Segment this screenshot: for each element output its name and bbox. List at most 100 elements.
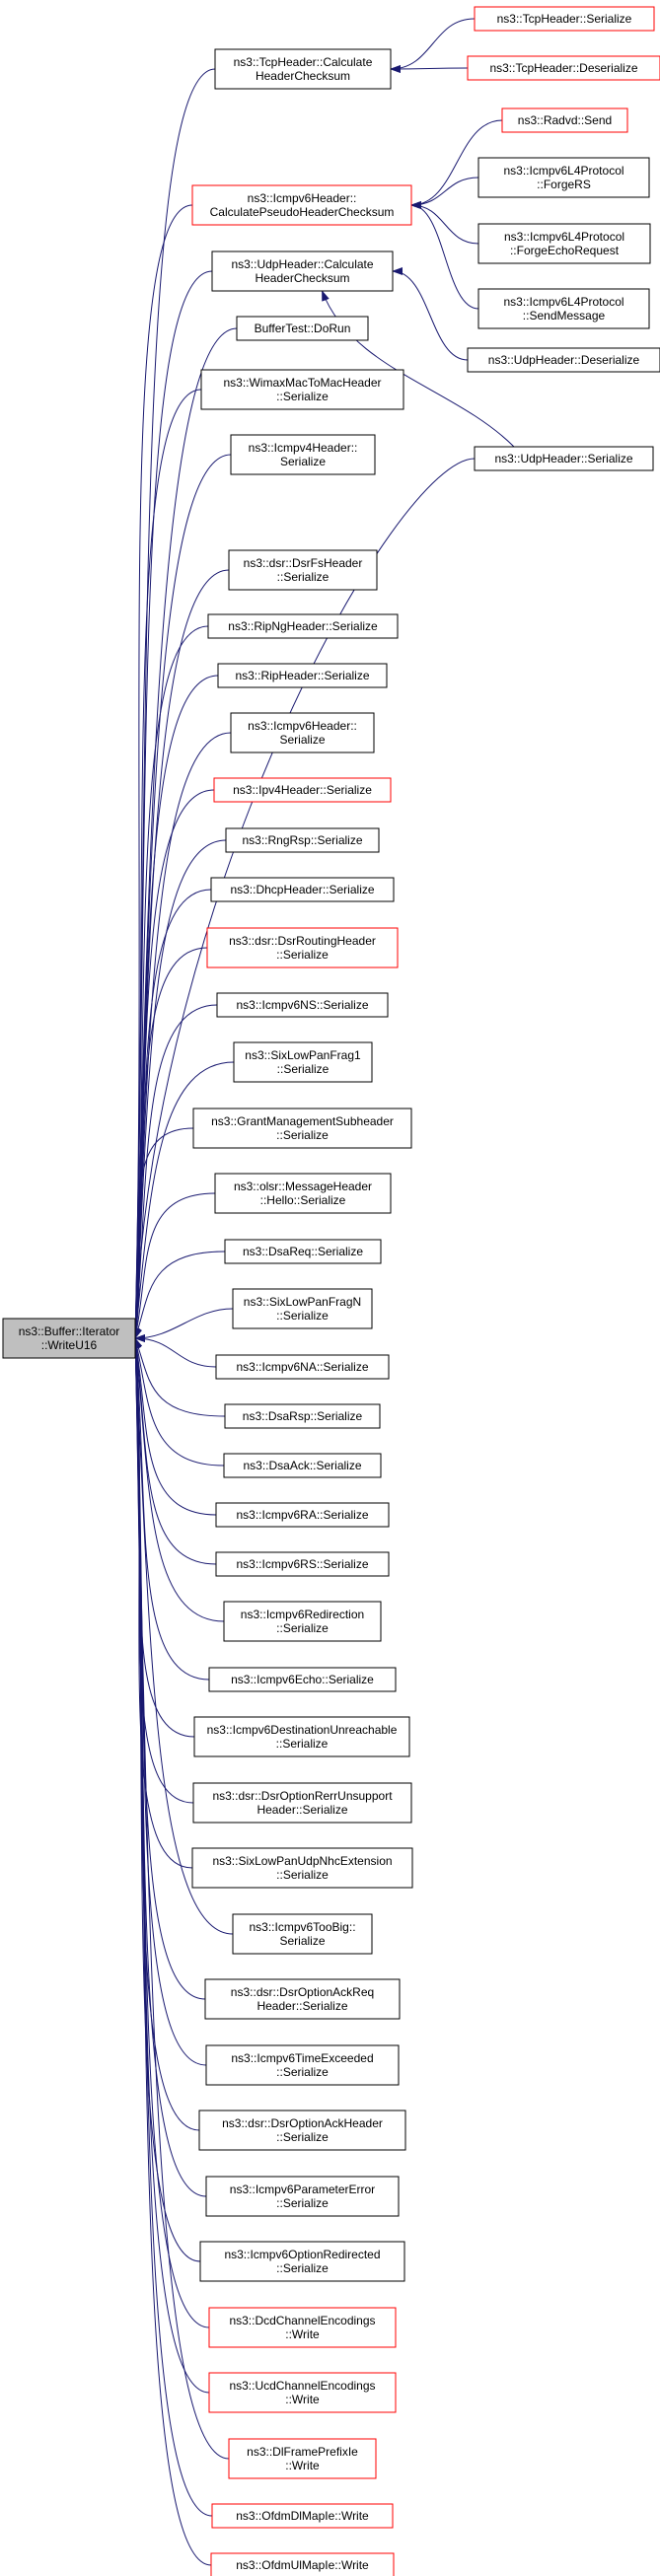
node-label: ns3::Icmpv6NS::Serialize — [236, 998, 368, 1012]
node-label: ns3::SixLowPanFragN — [244, 1295, 361, 1309]
node-label: ns3::Icmpv6OptionRedirected — [224, 2248, 380, 2261]
edge-icmpv6ra-to-root — [132, 1337, 217, 1516]
node-dlframe[interactable]: ns3::DlFramePrefixIe::Write — [228, 2438, 377, 2479]
node-label: ns3::DlFramePrefixIe — [247, 2445, 358, 2459]
node-label: ns3::olsr::MessageHeader — [234, 1180, 372, 1193]
node-rngrsp[interactable]: ns3::RngRsp::Serialize — [225, 827, 380, 853]
node-label: ns3::WimaxMacToMacHeader — [223, 376, 381, 390]
node-ofdmul[interactable]: ns3::OfdmUlMapIe::Write — [210, 2552, 395, 2576]
node-dsrrouting[interactable]: ns3::dsr::DsrRoutingHeader::Serialize — [206, 927, 399, 968]
node-box — [217, 663, 388, 688]
node-buffertest[interactable]: BufferTest::DoRun — [236, 316, 369, 341]
node-label: ns3::DhcpHeader::Serialize — [230, 883, 374, 896]
node-label: ns3::Ipv4Header::Serialize — [233, 783, 372, 797]
node-label: ns3::DsaReq::Serialize — [243, 1245, 363, 1258]
node-label: ::Serialize — [277, 1062, 330, 1076]
node-label: BufferTest::DoRun — [255, 322, 351, 335]
node-forgers[interactable]: ns3::Icmpv6L4Protocol::ForgeRS — [477, 157, 650, 198]
node-icmpv6h[interactable]: ns3::Icmpv6Header::Serialize — [230, 712, 375, 753]
node-box — [225, 827, 380, 853]
edge-icmpv6time-to-root — [131, 1337, 207, 2066]
node-udp-deser[interactable]: ns3::UdpHeader::Deserialize — [467, 347, 660, 373]
node-icmpv6echo[interactable]: ns3::Icmpv6Echo::Serialize — [208, 1667, 397, 1692]
edge-forgeecho-to-icmpv6-calc — [410, 201, 479, 245]
node-dsarsp[interactable]: ns3::DsaRsp::Serialize — [224, 1403, 381, 1429]
node-box — [501, 107, 628, 133]
node-box — [208, 1667, 397, 1692]
node-dsrfs[interactable]: ns3::dsr::DsrFsHeader::Serialize — [228, 549, 378, 591]
node-label: ns3::Icmpv6Header:: — [248, 191, 357, 205]
node-icmpv6rs[interactable]: ns3::Icmpv6RS::Serialize — [215, 1551, 390, 1577]
node-sixfragn[interactable]: ns3::SixLowPanFragN::Serialize — [232, 1288, 373, 1329]
nodes-layer: ns3::Buffer::Iterator::WriteU16 ns3::TcpH… — [2, 6, 660, 2576]
node-label: ns3::dsr::DsrFsHeader — [244, 556, 363, 570]
node-olsr[interactable]: ns3::olsr::MessageHeader::Hello::Seriali… — [214, 1173, 392, 1214]
node-box — [214, 48, 392, 90]
node-ofdmdl[interactable]: ns3::OfdmDlMapIe::Write — [211, 2503, 394, 2529]
node-label: ns3::RngRsp::Serialize — [242, 833, 362, 847]
node-grant[interactable]: ns3::GrantManagementSubheader::Serialize — [192, 1108, 412, 1149]
edge-ofdmul-to-root — [131, 1337, 212, 2566]
node-sixudpnhc[interactable]: ns3::SixLowPanUdpNhcExtension::Serialize — [191, 1847, 413, 1889]
node-icmpv6toobig[interactable]: ns3::Icmpv6TooBig::Serialize — [232, 1913, 373, 1955]
node-sixfrag1[interactable]: ns3::SixLowPanFrag1::Serialize — [233, 1041, 373, 1083]
node-icmpv6param[interactable]: ns3::Icmpv6ParameterError::Serialize — [205, 2176, 400, 2217]
node-label: ns3::SixLowPanFrag1 — [245, 1048, 361, 1062]
node-box — [232, 1913, 373, 1955]
node-label: ::Serialize — [276, 390, 329, 403]
node-icmpv6ns[interactable]: ns3::Icmpv6NS::Serialize — [216, 992, 389, 1018]
node-sendmsg[interactable]: ns3::Icmpv6L4Protocol::SendMessage — [477, 288, 650, 329]
node-ripng[interactable]: ns3::RipNgHeader::Serialize — [207, 613, 399, 639]
node-udp-ser[interactable]: ns3::UdpHeader::Serialize — [474, 446, 654, 471]
node-box — [467, 55, 660, 81]
root-node[interactable]: ns3::Buffer::Iterator::WriteU16 — [2, 1318, 136, 1359]
node-label: ns3::UdpHeader::Serialize — [494, 452, 632, 465]
node-icmpv6dest[interactable]: ns3::Icmpv6DestinationUnreachable::Seria… — [193, 1716, 410, 1757]
node-rip[interactable]: ns3::RipHeader::Serialize — [217, 663, 388, 688]
node-icmpv6ra[interactable]: ns3::Icmpv6RA::Serialize — [215, 1502, 390, 1528]
edge-sixfrag1-to-root — [132, 1061, 235, 1339]
node-box — [192, 1782, 412, 1824]
node-box — [207, 613, 399, 639]
node-dsrrerr[interactable]: ns3::dsr::DsrOptionRerrUnsupportHeader::… — [192, 1782, 412, 1824]
node-dsareq[interactable]: ns3::DsaReq::Serialize — [224, 1239, 382, 1264]
node-radvd[interactable]: ns3::Radvd::Send — [501, 107, 628, 133]
node-dhcp[interactable]: ns3::DhcpHeader::Serialize — [210, 877, 395, 902]
node-icmpv6time[interactable]: ns3::Icmpv6TimeExceeded::Serialize — [205, 2044, 400, 2086]
node-box — [210, 2552, 395, 2576]
node-wimax[interactable]: ns3::WimaxMacToMacHeader::Serialize — [200, 369, 404, 410]
node-label: ::Serialize — [276, 1868, 329, 1882]
node-label: ns3::Icmpv6L4Protocol — [504, 230, 624, 244]
node-ucd[interactable]: ns3::UcdChannelEncodings::Write — [208, 2372, 397, 2413]
node-dcd[interactable]: ns3::DcdChannelEncodings::Write — [208, 2307, 397, 2348]
node-icmpv6na[interactable]: ns3::Icmpv6NA::Serialize — [215, 1354, 390, 1380]
node-icmpv4[interactable]: ns3::Icmpv4Header::Serialize — [230, 434, 376, 475]
node-label: ns3::Icmpv6Echo::Serialize — [231, 1673, 374, 1686]
node-label: Header::Serialize — [257, 1803, 347, 1817]
node-label: ::ForgeEchoRequest — [510, 244, 620, 257]
edge-icmpv6redir-to-root — [132, 1337, 225, 1622]
node-ipv4[interactable]: ns3::Ipv4Header::Serialize — [213, 777, 392, 803]
edge-icmpv6dest-to-root — [131, 1337, 195, 1738]
edge-forgers-to-icmpv6-calc — [410, 177, 479, 209]
node-box — [2, 1318, 136, 1359]
node-box — [199, 2241, 405, 2282]
node-icmpv6redir[interactable]: ns3::Icmpv6Redirection::Serialize — [223, 1601, 382, 1642]
node-box — [206, 927, 399, 968]
node-dsrackreq[interactable]: ns3::dsr::DsrOptionAckReqHeader::Seriali… — [204, 1978, 401, 2020]
node-dsrack[interactable]: ns3::dsr::DsrOptionAckHeader::Serialize — [198, 2110, 406, 2151]
node-icmpv6-calc[interactable]: ns3::Icmpv6Header::CalculatePseudoHeader… — [191, 184, 412, 226]
edge-icmpv6ns-to-root — [131, 1004, 218, 1339]
node-forgeecho[interactable]: ns3::Icmpv6L4Protocol::ForgeEchoRequest — [477, 223, 651, 264]
node-box — [215, 1354, 390, 1380]
node-dsaack[interactable]: ns3::DsaAck::Serialize — [223, 1453, 382, 1478]
node-tcp-ser[interactable]: ns3::TcpHeader::Serialize — [474, 6, 655, 32]
node-label: ::Serialize — [276, 2130, 329, 2144]
node-icmpv6optredir[interactable]: ns3::Icmpv6OptionRedirected::Serialize — [199, 2241, 405, 2282]
node-label: ns3::Icmpv6Redirection — [241, 1608, 364, 1621]
node-tcp-deser[interactable]: ns3::TcpHeader::Deserialize — [467, 55, 660, 81]
node-label: ::Write — [285, 2393, 320, 2406]
